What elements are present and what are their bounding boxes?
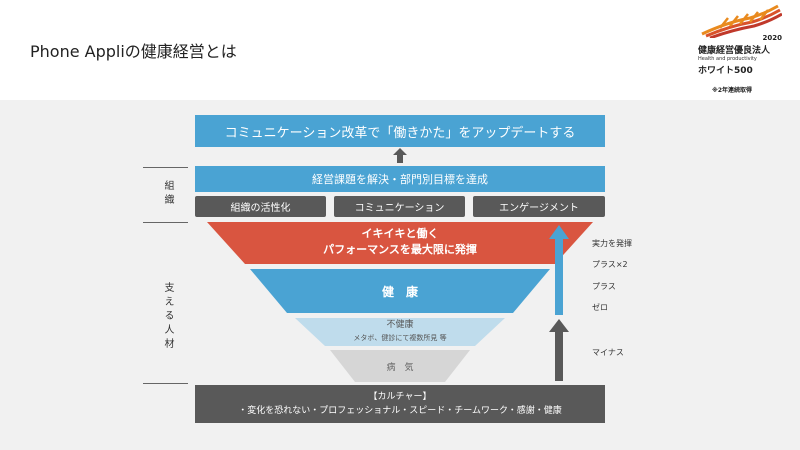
header: Phone Appliの健康経営とは 2020 健康経営優良法人 Health … [0, 0, 800, 100]
org-label: 組織 [162, 180, 173, 208]
level-unhealthy [295, 318, 505, 346]
arrow-up-gray-icon [549, 319, 569, 381]
org-item-activation: 組織の活性化 [195, 196, 326, 217]
label-zero: ゼロ [592, 303, 608, 312]
culture-title: 【カルチャー】 [368, 392, 432, 402]
logo-title: 健康経営優良法人 [698, 46, 771, 56]
page-title: Phone Appliの健康経営とは [30, 42, 237, 61]
org-item-engagement: エンゲージメント [473, 196, 605, 217]
label-peak: 実力を発揮 [592, 239, 632, 248]
level-vital-label: イキイキと働く パフォーマンスを最大限に発揮 [323, 227, 477, 256]
divider-line [143, 167, 188, 168]
ribbon-icon [701, 4, 782, 38]
logo-note: ※2年連続取得 [712, 87, 753, 94]
level-sick [330, 350, 470, 382]
arrow-up-icon [393, 148, 407, 163]
logo-subtitle: Health and productivity [698, 56, 757, 62]
level-healthy [250, 269, 550, 313]
goal-bar: コミュニケーション改革で「働きかた」をアップデートする [195, 115, 605, 147]
people-label: 支える人材 [162, 282, 173, 352]
level-vital [207, 222, 593, 264]
culture-values: ・変化を恐れない・プロフェッショナル・スピード・チームワーク・感謝・健康 [238, 406, 562, 416]
white500-logo: 2020 健康経営優良法人 Health and productivity ホワ… [690, 4, 790, 96]
level-sick-label: 病 気 [386, 363, 414, 373]
divider-line [143, 222, 188, 223]
divider-line [143, 383, 188, 384]
label-plus2: プラス×2 [592, 260, 628, 269]
culture-bar: 【カルチャー】 ・変化を恐れない・プロフェッショナル・スピード・チームワーク・感… [195, 385, 605, 423]
org-item-communication: コミュニケーション [334, 196, 465, 217]
logo-white500: ホワイト500 [698, 66, 753, 76]
arrow-up-blue-icon [549, 225, 569, 315]
level-unhealthy-label: 不健康 メタボ、健診にて複数所見 等 [353, 320, 447, 342]
org-goal-bar: 経営課題を解決・部門別目標を達成 [195, 166, 605, 192]
label-minus: マイナス [592, 348, 624, 357]
level-healthy-label: 健 康 [381, 285, 418, 299]
logo-year: 2020 [762, 34, 782, 42]
label-plus: プラス [592, 282, 616, 291]
